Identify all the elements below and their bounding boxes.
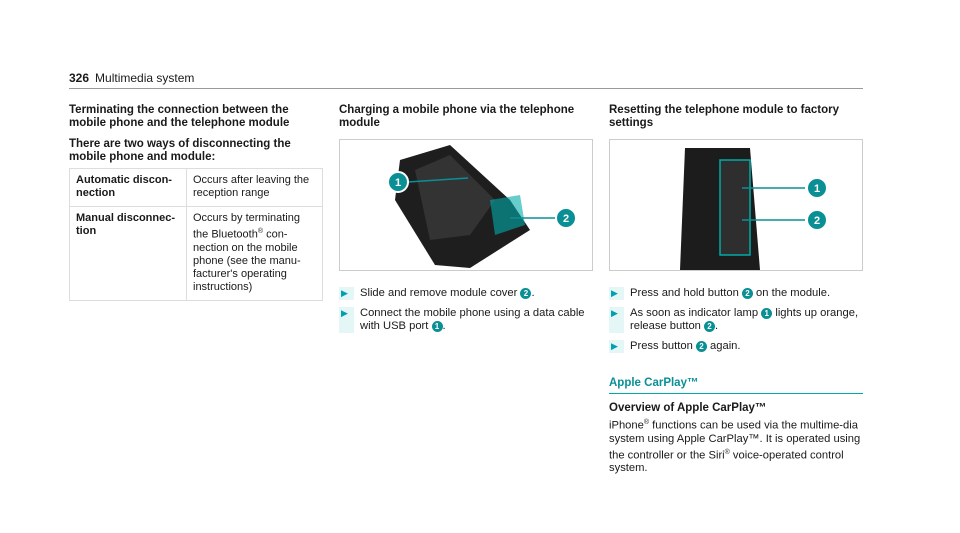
callout-badge: 2: [741, 287, 753, 299]
subheading-overview: Overview of Apple CarPlay™: [609, 402, 767, 414]
svg-text:2: 2: [814, 215, 820, 227]
arrow-icon: ▶: [609, 340, 624, 353]
arrow-icon: ▶: [339, 287, 354, 300]
row-value: Occurs by terminating the Bluetooth® con…: [186, 206, 323, 301]
column-3: Resetting the telephone module to factor…: [609, 104, 863, 475]
callout-1: [806, 177, 828, 199]
callout-2: [555, 207, 577, 229]
carplay-paragraph: iPhone® functions can be used via the mu…: [609, 419, 861, 475]
heading-resetting: Resetting the telephone module to factor…: [609, 104, 840, 129]
arrow-icon: ▶: [609, 287, 624, 300]
row-key: Automatic discon-nection: [69, 168, 187, 207]
callout-badge: 2: [704, 320, 716, 332]
callout-badge: 2: [695, 340, 707, 352]
arrow-icon: ▶: [339, 307, 354, 333]
page-number: 326: [69, 71, 90, 85]
step: ▶As soon as indicator lamp 1 lights up o…: [609, 307, 859, 333]
column-2: Charging a mobile phone via the telephon…: [339, 104, 593, 340]
figure-module-cover: 1 2: [339, 139, 593, 271]
header-rule: [69, 88, 863, 89]
section-heading-carplay: Apple CarPlay™: [609, 377, 863, 394]
row-key: Manual disconnec-tion: [69, 206, 187, 301]
svg-text:1: 1: [814, 183, 820, 195]
heading-charging: Charging a mobile phone via the telephon…: [339, 104, 575, 129]
callout-badge: 1: [761, 307, 773, 319]
subheading-ways: There are two ways of disconnecting the …: [69, 138, 291, 163]
heading-terminating: Terminating the connection between the m…: [69, 104, 290, 129]
step: ▶Connect the mobile phone using a data c…: [339, 307, 585, 333]
step: ▶Press and hold button 2 on the module.: [609, 287, 831, 300]
row-value: Occurs after leaving the reception range: [186, 168, 323, 207]
page-header: 326 Multimedia system: [69, 71, 194, 85]
svg-text:1: 1: [395, 177, 401, 189]
callout-2: [806, 209, 828, 231]
figure-reset-button: 1 2: [609, 139, 863, 271]
callout-badge: 2: [520, 287, 532, 299]
arrow-icon: ▶: [609, 307, 624, 333]
step: ▶Slide and remove module cover 2.: [339, 287, 535, 300]
module-illustration: 1 2: [387, 145, 577, 268]
section-title: Multimedia system: [95, 71, 195, 85]
callout-1: [387, 171, 409, 193]
column-1: Terminating the connection between the m…: [69, 104, 323, 301]
module-side-illustration: 1 2: [680, 148, 828, 270]
svg-text:2: 2: [563, 213, 569, 225]
step: ▶Press button 2 again.: [609, 340, 741, 353]
callout-badge: 1: [431, 320, 443, 332]
